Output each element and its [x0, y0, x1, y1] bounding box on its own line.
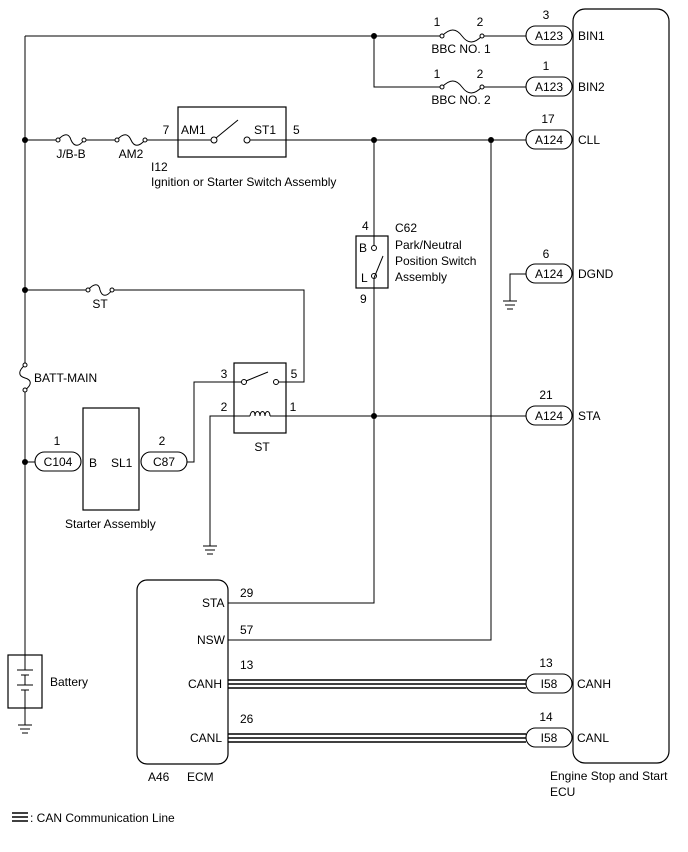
connector-c87-pin: 2: [159, 434, 166, 448]
starter-box: [82, 407, 140, 511]
battery-symbol: [7, 654, 43, 709]
ecu-terminal-bin2: BIN2: [578, 80, 605, 94]
starter-term-b: B: [89, 456, 97, 470]
starter-term-sl1: SL1: [111, 456, 133, 470]
ignition-pin-am1: 7: [163, 123, 170, 137]
connector-canh-id: I58: [541, 677, 558, 691]
connector-canl-id: I58: [541, 731, 558, 745]
fuse-bbc2-pin-b: 2: [477, 67, 484, 81]
fuse-am2-label: AM2: [119, 147, 144, 161]
ecm-term-canl: CANL: [190, 731, 222, 745]
relay-pin-3: 3: [221, 367, 228, 381]
ecm-pin-nsw: 57: [240, 623, 254, 637]
ecu-terminal-canl: CANL: [577, 731, 609, 745]
relay-label: ST: [254, 440, 270, 454]
ignition-switch: [177, 106, 287, 158]
fuse-jbb-label: J/B-B: [56, 147, 85, 161]
park-neutral-switch: [355, 235, 389, 289]
connector-sta-id: A124: [535, 409, 563, 423]
fuse-bbc1-pin-b: 2: [477, 15, 484, 29]
battery-name: Battery: [50, 675, 88, 689]
pn-pin-l: 9: [360, 292, 367, 306]
ecu-name-line-2: ECU: [550, 785, 575, 799]
fuse-batt-main-label: BATT-MAIN: [34, 371, 97, 385]
connector-pills: [34, 25, 573, 748]
ecm-pin-canh: 13: [240, 658, 254, 672]
ecm-term-sta: STA: [202, 596, 224, 610]
connector-dgnd-pin: 6: [543, 247, 550, 261]
connector-bin1-pin: 3: [543, 8, 550, 22]
ecu-box: [572, 8, 670, 764]
ecu-terminal-sta: STA: [578, 409, 600, 423]
pn-name-line-2: Position Switch: [395, 254, 476, 268]
fuse-bbc1-label: BBC NO. 1: [431, 42, 491, 56]
connector-bin2-pin: 1: [543, 59, 550, 73]
starter-name: Starter Assembly: [65, 517, 156, 531]
connector-bin2-id: A123: [535, 80, 563, 94]
pn-name-line-3: Assembly: [395, 270, 447, 284]
legend-can-symbol: [12, 812, 28, 822]
legend: : CAN Communication Line: [12, 811, 175, 825]
ecu-name-line-1: Engine Stop and Start: [550, 769, 668, 783]
fuse-bbc1-pin-a: 1: [434, 15, 441, 29]
ecu-terminal-cll: CLL: [578, 133, 600, 147]
ecu-terminal-bin1: BIN1: [578, 29, 605, 43]
ecu-terminal-canh: CANH: [577, 677, 611, 691]
fuse-st-label: ST: [92, 297, 108, 311]
connector-c87-id: C87: [153, 455, 175, 469]
connector-cll-id: A124: [535, 133, 563, 147]
pn-term-l: L: [361, 271, 368, 285]
ecm-box: [136, 579, 229, 765]
can-lines: [228, 679, 526, 743]
legend-label: : CAN Communication Line: [30, 811, 175, 825]
connector-canh-pin: 13: [539, 656, 553, 670]
connector-cll-pin: 17: [541, 112, 555, 126]
connector-c104-id: C104: [44, 455, 73, 469]
ignition-pin-st1: 5: [293, 123, 300, 137]
ecm-pin-sta: 29: [240, 586, 254, 600]
relay-pin-2: 2: [221, 400, 228, 414]
relay-pin-1: 1: [290, 400, 297, 414]
st-relay: [233, 362, 287, 434]
junction-dots: [22, 33, 494, 465]
pn-name-line-1: Park/Neutral: [395, 238, 462, 252]
wires: [18, 35, 526, 734]
connector-c104-pin: 1: [54, 434, 61, 448]
connector-canl-pin: 14: [539, 710, 553, 724]
pn-pin-b: 4: [362, 219, 369, 233]
pn-term-b: B: [359, 241, 367, 255]
ignition-name: Ignition or Starter Switch Assembly: [151, 175, 336, 189]
connector-bin1-id: A123: [535, 29, 563, 43]
ecu-terminal-dgnd: DGND: [578, 267, 614, 281]
connector-sta-pin: 21: [539, 388, 553, 402]
ecm-term-nsw: NSW: [197, 633, 226, 647]
ecm-term-canh: CANH: [188, 677, 222, 691]
fuse-bbc2-label: BBC NO. 2: [431, 93, 491, 107]
ignition-code: I12: [151, 160, 168, 174]
pn-code: C62: [395, 221, 417, 235]
connector-dgnd-id: A124: [535, 267, 563, 281]
ecm-pin-canl: 26: [240, 712, 254, 726]
fuse-symbols: [19, 29, 485, 393]
relay-pin-5: 5: [291, 367, 298, 381]
ignition-term-st1: ST1: [254, 123, 276, 137]
ecm-name: ECM: [187, 770, 214, 784]
ecm-code: A46: [148, 770, 170, 784]
fuse-bbc2-pin-a: 1: [434, 67, 441, 81]
ignition-term-am1: AM1: [181, 123, 206, 137]
